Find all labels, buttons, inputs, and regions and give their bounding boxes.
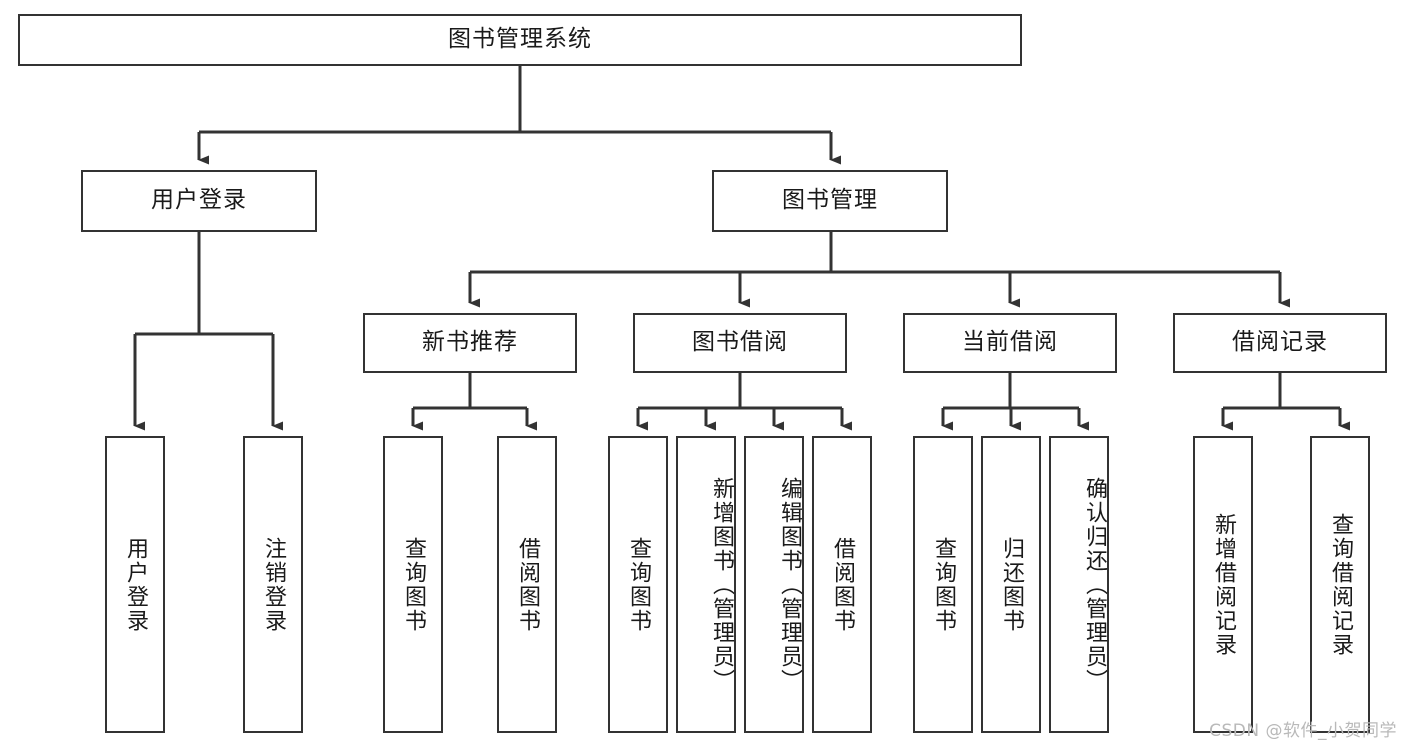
node-leaf-edit-book-label: 编辑图书（管理员） xyxy=(777,476,802,693)
node-leaf-query-book-3-label: 查询图书 xyxy=(930,536,956,633)
node-root[interactable]: 图书管理系统 xyxy=(18,14,1022,66)
node-new-book-recommend[interactable]: 新书推荐 xyxy=(363,313,577,373)
node-leaf-logout-login-label: 注销登录 xyxy=(260,536,286,633)
node-root-label: 图书管理系统 xyxy=(448,26,592,53)
node-leaf-confirm-return-label: 确认归还（管理员） xyxy=(1082,476,1107,693)
node-leaf-query-book-1-label: 查询图书 xyxy=(400,536,426,633)
node-current-borrow-label: 当前借阅 xyxy=(962,329,1058,356)
node-leaf-return-book-label: 归还图书 xyxy=(998,536,1024,633)
node-leaf-logout-login[interactable]: 注销登录 xyxy=(243,436,303,733)
node-borrow-record[interactable]: 借阅记录 xyxy=(1173,313,1387,373)
node-leaf-user-login[interactable]: 用户登录 xyxy=(105,436,165,733)
node-user-login[interactable]: 用户登录 xyxy=(81,170,317,232)
node-new-book-recommend-label: 新书推荐 xyxy=(422,329,518,356)
node-leaf-borrow-book-2-label: 借阅图书 xyxy=(829,536,855,633)
node-book-borrow-label: 图书借阅 xyxy=(692,329,788,356)
node-leaf-query-book-3[interactable]: 查询图书 xyxy=(913,436,973,733)
node-user-login-label: 用户登录 xyxy=(151,187,247,214)
node-leaf-borrow-book-1[interactable]: 借阅图书 xyxy=(497,436,557,733)
node-leaf-borrow-book-2[interactable]: 借阅图书 xyxy=(812,436,872,733)
node-leaf-query-record[interactable]: 查询借阅记录 xyxy=(1310,436,1370,733)
node-borrow-record-label: 借阅记录 xyxy=(1232,329,1328,356)
node-leaf-query-book-2-label: 查询图书 xyxy=(625,536,651,633)
node-leaf-borrow-book-1-label: 借阅图书 xyxy=(514,536,540,633)
node-leaf-add-record-label: 新增借阅记录 xyxy=(1210,512,1236,657)
node-book-borrow[interactable]: 图书借阅 xyxy=(633,313,847,373)
node-leaf-query-book-2[interactable]: 查询图书 xyxy=(608,436,668,733)
node-leaf-add-record[interactable]: 新增借阅记录 xyxy=(1193,436,1253,733)
node-leaf-return-book[interactable]: 归还图书 xyxy=(981,436,1041,733)
csdn-watermark: CSDN @软件_小贺同学 xyxy=(1209,721,1397,741)
node-leaf-edit-book[interactable]: 编辑图书（管理员） xyxy=(744,436,804,733)
node-leaf-query-record-label: 查询借阅记录 xyxy=(1327,512,1353,657)
node-book-management[interactable]: 图书管理 xyxy=(712,170,948,232)
node-current-borrow[interactable]: 当前借阅 xyxy=(903,313,1117,373)
node-book-management-label: 图书管理 xyxy=(782,187,878,214)
node-leaf-confirm-return[interactable]: 确认归还（管理员） xyxy=(1049,436,1109,733)
node-leaf-user-login-label: 用户登录 xyxy=(122,536,148,633)
node-leaf-add-book-label: 新增图书（管理员） xyxy=(709,476,734,693)
node-leaf-query-book-1[interactable]: 查询图书 xyxy=(383,436,443,733)
node-leaf-add-book[interactable]: 新增图书（管理员） xyxy=(676,436,736,733)
